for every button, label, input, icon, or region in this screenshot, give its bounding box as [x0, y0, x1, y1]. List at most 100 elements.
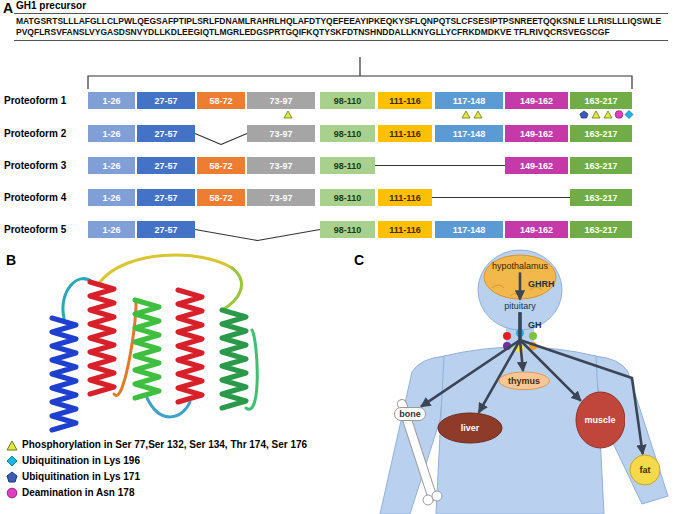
loop: [246, 330, 257, 409]
segment-box: 98-110: [320, 157, 375, 174]
segment-box: 111-116: [378, 92, 432, 109]
connector: [519, 272, 522, 299]
segment-box: 73-97: [247, 157, 315, 174]
segment-label: 27-57: [154, 225, 177, 235]
legend-swatch: [6, 439, 18, 451]
segment-box: 98-110: [320, 189, 375, 206]
bracket: [88, 57, 632, 89]
loop: [222, 268, 241, 310]
brain: [484, 255, 556, 299]
sequence-text: MATGSRTSLLLAFGLLCLPWLQEGSAFPTIPLSRLFDNAM…: [14, 13, 668, 41]
segment-label: 58-72: [209, 96, 232, 106]
segment-label: 58-72: [209, 161, 232, 171]
segment-box: 73-97: [247, 125, 315, 142]
segment-box: 163-217: [570, 92, 632, 109]
ubiquitination-marker: [580, 111, 588, 118]
phospho-marker: [284, 111, 292, 118]
panel-letter: B: [6, 252, 16, 268]
segment-box: 58-72: [197, 189, 245, 206]
segment-box: 1-26: [88, 125, 135, 142]
organ-label: thymus: [508, 376, 540, 387]
segment-label: 27-57: [154, 129, 177, 139]
segment-box: 149-162: [505, 92, 568, 109]
connector: [195, 134, 247, 145]
deamination-marker: [615, 111, 623, 119]
segment-label: 149-162: [520, 225, 553, 235]
segment-label: 163-217: [584, 161, 617, 171]
helix: [90, 282, 114, 394]
bracket-line: [88, 57, 632, 89]
segment-label: 163-217: [584, 225, 617, 235]
hormone-dot: [503, 332, 511, 340]
segment-box: 58-72: [197, 92, 245, 109]
segment-label: 163-217: [584, 129, 617, 139]
segment-box: 27-57: [137, 125, 195, 142]
segment-label: 149-162: [520, 161, 553, 171]
legend-text: Ubiquitination in Lys 171: [22, 470, 342, 483]
segment-box: 111-116: [378, 221, 432, 238]
helix: [52, 318, 76, 430]
edge-label: GHRH: [528, 279, 555, 289]
phospho-marker: [462, 111, 470, 118]
segment-label: 111-116: [389, 193, 421, 203]
organ-node: hypothalamus: [490, 260, 550, 273]
organ-node: pituitary: [502, 300, 538, 313]
hormone-dot: [529, 332, 537, 340]
segment-box: 149-162: [505, 221, 568, 238]
row-label: Proteoform 2: [4, 125, 66, 142]
segment-box: 1-26: [88, 157, 135, 174]
panel-letter: A: [3, 0, 13, 16]
helix: [222, 310, 246, 408]
segment-label: 149-162: [520, 96, 553, 106]
segment-box: 1-26: [88, 189, 135, 206]
segment-box: 1-26: [88, 221, 135, 238]
legend-swatch: [6, 487, 18, 499]
segment-label: 163-217: [584, 96, 617, 106]
loop: [63, 279, 92, 318]
segment-label: 27-57: [154, 96, 177, 106]
organ-node: muscle: [575, 391, 626, 449]
legend-text: Ubiquitination in Lys 196: [22, 454, 342, 467]
organ-node: thymus: [498, 371, 550, 391]
organ-label: liver: [461, 423, 480, 434]
legend-symbol: [7, 488, 17, 498]
bone-knob: [432, 491, 442, 501]
segment-box: 149-162: [505, 125, 568, 142]
legend-row: Phosphorylation in Ser 77,Ser 132, Ser 1…: [6, 438, 342, 451]
organ-outline: [499, 372, 549, 390]
organ-label: pituitary: [504, 301, 536, 312]
segment-label: 1-26: [102, 96, 120, 106]
helix: [135, 300, 159, 398]
legend-row: Ubiquitination in Lys 196: [6, 454, 342, 467]
segment-label: 98-110: [334, 96, 362, 106]
segment-box: 163-217: [570, 189, 632, 206]
legend-text: Deamination in Asn 178: [22, 486, 342, 499]
phospho-marker: [604, 111, 612, 118]
organ-outline: [576, 392, 625, 448]
connector: [375, 165, 505, 166]
segment-label: 1-26: [102, 225, 120, 235]
segment-box: 117-148: [435, 221, 503, 238]
connector: [479, 312, 520, 412]
connector: [195, 230, 320, 241]
segment-label: 98-110: [334, 129, 362, 139]
segment-label: 111-116: [389, 129, 421, 139]
phospho-marker: [592, 111, 600, 118]
legend-symbol: [7, 472, 17, 482]
segment-box: 163-217: [570, 125, 632, 142]
segment-label: 117-148: [453, 129, 486, 139]
connector: [432, 197, 570, 198]
bone-knob: [423, 495, 433, 505]
segment-box: 27-57: [137, 189, 195, 206]
segment-label: 1-26: [102, 193, 120, 203]
segment-label: 1-26: [102, 129, 120, 139]
helix: [178, 290, 202, 402]
segment-label: 73-97: [269, 161, 292, 171]
segment-label: 117-148: [453, 225, 486, 235]
modification-markers: [284, 111, 633, 119]
legend-row: Deamination in Asn 178: [6, 486, 342, 499]
organ-outline: [630, 455, 660, 485]
organ-label: bone: [399, 409, 421, 420]
